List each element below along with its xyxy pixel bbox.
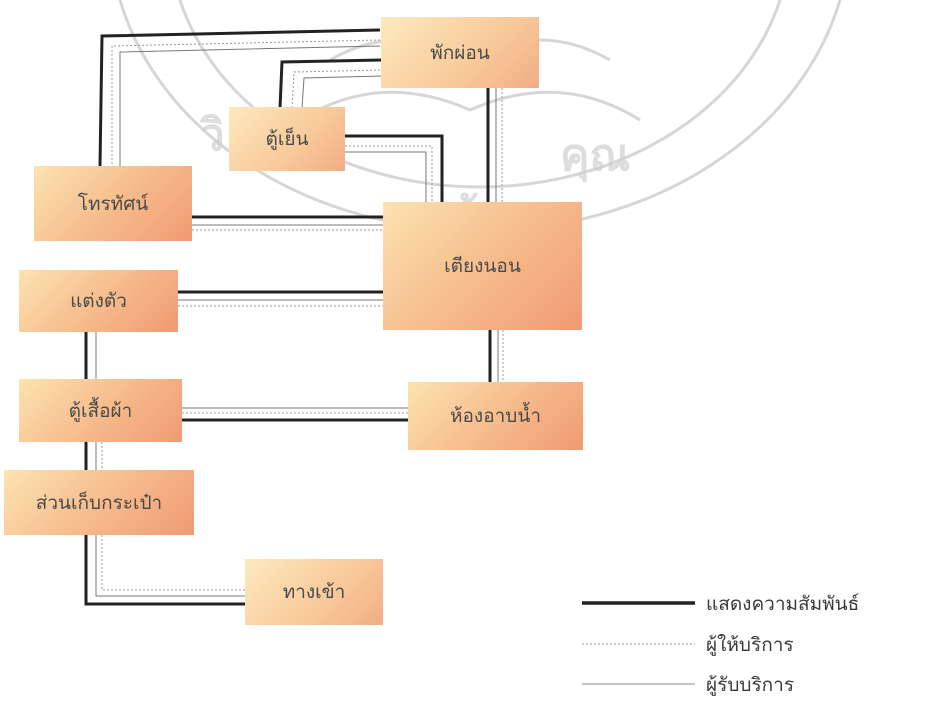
node-rest: พักผ่อน [381,17,539,88]
node-dressing-label: แต่งตัว [70,290,127,312]
node-entrance: ทางเข้า [245,559,383,625]
connector-dressing-bed [178,290,383,307]
svg-text:วิ: วิ [199,110,225,161]
connector-luggage-entrance [84,535,245,606]
connector-tv-bed [192,215,383,231]
node-luggage-label: ส่วนเก็บกระเป๋า [35,491,163,514]
legend-label-guest: ผู้รับบริการ [706,674,795,696]
legend-label-relation: แสดงความสัมพันธ์ [706,593,860,615]
connector-rest-tv [98,28,381,167]
node-luggage: ส่วนเก็บกระเป๋า [4,470,194,535]
node-bed-label: เตียงนอน [444,255,521,277]
svg-text:คุณ: คุณ [560,130,630,183]
node-wardrobe: ตู้เสื้อผ้า [19,379,182,442]
node-fridge-label: ตู้เย็น [265,128,309,150]
node-bathroom-label: ห้องอาบน้ำ [449,405,541,427]
node-bed: เตียงนอน [383,202,582,330]
node-dressing: แต่งตัว [19,270,178,332]
node-tv-label: โทรทัศน์ [77,192,149,215]
connector-fridge-bed [345,134,444,202]
connector-fridge-rest [278,58,383,109]
connector-bed-bathroom [488,330,504,382]
node-tv: โทรทัศน์ [34,166,192,241]
node-bathroom: ห้องอาบน้ำ [408,382,583,450]
node-rest-label: พักผ่อน [430,41,490,64]
node-entrance-label: ทางเข้า [282,581,346,603]
legend-label-provider: ผู้ให้บริการ [706,634,794,656]
node-wardrobe-label: ตู้เสื้อผ้า [68,399,133,422]
connector-wardrobe-luggage [84,442,103,470]
node-fridge: ตู้เย็น [229,107,345,171]
connector-wardrobe-bathroom [182,407,408,422]
connector-rest-bed [486,72,503,202]
connector-dressing-wardrobe [84,332,97,379]
